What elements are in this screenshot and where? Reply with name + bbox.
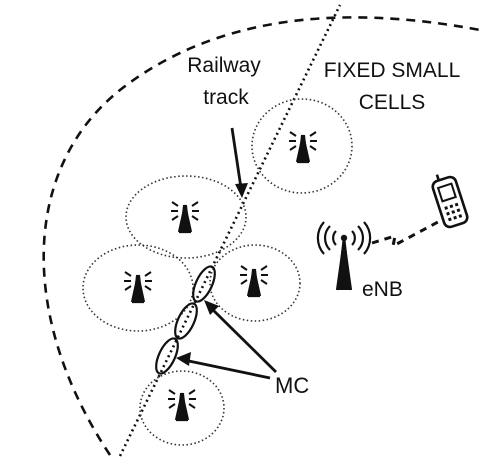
small-cell-coverage <box>209 244 301 322</box>
enb-antenna-icon <box>316 221 372 291</box>
railway-label-line1: Railway <box>187 54 261 77</box>
railway-label-line2: track <box>203 86 249 109</box>
cell-tower-icon <box>169 200 201 234</box>
mc-arrowhead <box>176 352 191 366</box>
macro-cell-boundary <box>42 16 481 456</box>
wireless-link <box>371 220 439 249</box>
small-cell-coverage <box>139 370 225 446</box>
fixed-small-cells-label-line2: CELLS <box>359 91 426 114</box>
mc-label: MC <box>275 373 309 398</box>
cell-tower-icon <box>238 264 270 298</box>
railway-arrowhead <box>235 183 248 198</box>
mc-arrow <box>209 306 277 373</box>
mobile-phone-icon <box>431 174 469 229</box>
enb-label: eNB <box>362 278 403 301</box>
small-cell-coverage <box>125 175 247 259</box>
moving-cell <box>155 337 179 375</box>
fixed-small-cells-label-line1: FIXED SMALL <box>324 59 461 82</box>
railway-arrow <box>230 127 243 189</box>
moving-cell <box>192 265 216 303</box>
cell-tower-icon <box>166 388 198 422</box>
cell-tower-icon <box>122 270 154 304</box>
cell-tower-icon <box>287 130 319 164</box>
moving-cell <box>174 302 198 340</box>
railway-track-line <box>118 4 342 457</box>
mc-arrow <box>183 358 271 380</box>
small-cell-coverage <box>251 98 353 194</box>
mc-arrowhead <box>204 300 219 315</box>
